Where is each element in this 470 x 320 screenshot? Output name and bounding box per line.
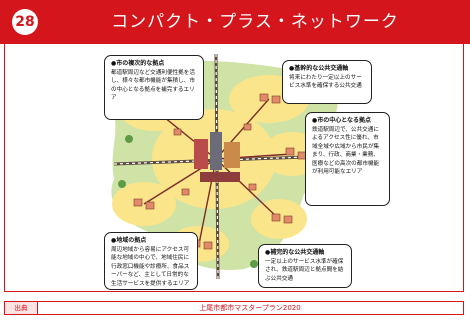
callout-main-transit: ●基幹的な公共交通軸 将来にわたり一定以上のサービス水準を確保する公共交通 (282, 60, 372, 104)
callout-city-life-hub: ●市の複次的な拠点 都道駅周辺など交通利便性拠を活し、様々な都市機能が集積し、市… (104, 55, 204, 120)
page-number-badge: 28 (12, 9, 38, 35)
callout-regional-transit: ●補完的な公共交通軸 一定以上のサービス水準が確保され、鉄道駅周辺と拠点間を結ぶ… (258, 244, 352, 288)
callout-body: 鉄道駅周辺で、公共交通によるアクセス性に優れ、市域全域や広域から市民が集まり、行… (312, 127, 380, 176)
callout-heading: ●地域の拠点 (111, 237, 147, 244)
source-footer: 出典 上尾市都市マスタープラン2020 (4, 301, 464, 315)
callout-heading: ●補完的な公共交通軸 (265, 249, 325, 256)
callout-body: 都道駅周辺など交通利便性拠を活し、様々な都市機能が集積し、市の中心となる拠点を補… (111, 70, 195, 102)
callout-body: 周辺地域から容易にアクセス可能な地域の中心で、地域住民に行政窓口機能や診療所、食… (111, 247, 190, 287)
callout-community-hub: ●地域の拠点 周辺地域から容易にアクセス可能な地域の中心で、地域住民に行政窓口機… (104, 232, 198, 290)
page-title: コンパクト・プラス・ネットワーク (111, 12, 399, 32)
callout-body: 将来にわたり一定以上のサービス水準を確保する公共交通 (289, 75, 362, 90)
callout-body: 一定以上のサービス水準が確保され、鉄道駅周辺と拠点間を結ぶ公共交通 (265, 259, 344, 282)
compact-city-illustration (111, 53, 338, 280)
source-text: 上尾市都市マスタープラン2020 (199, 304, 301, 312)
city-center-buildings (194, 132, 240, 182)
source-label: 出典 (5, 302, 38, 314)
rail-line-ns-ties (215, 53, 219, 280)
page-header: 28 コンパクト・プラス・ネットワーク (0, 0, 470, 44)
callout-city-center: ●市の中心となる拠点 鉄道駅周辺で、公共交通によるアクセス性に優れ、市域全域や広… (305, 112, 390, 206)
callout-heading: ●市の複次的な拠点 (111, 60, 165, 67)
callout-heading: ●基幹的な公共交通軸 (289, 65, 349, 72)
callout-heading: ●市の中心となる拠点 (312, 117, 372, 124)
